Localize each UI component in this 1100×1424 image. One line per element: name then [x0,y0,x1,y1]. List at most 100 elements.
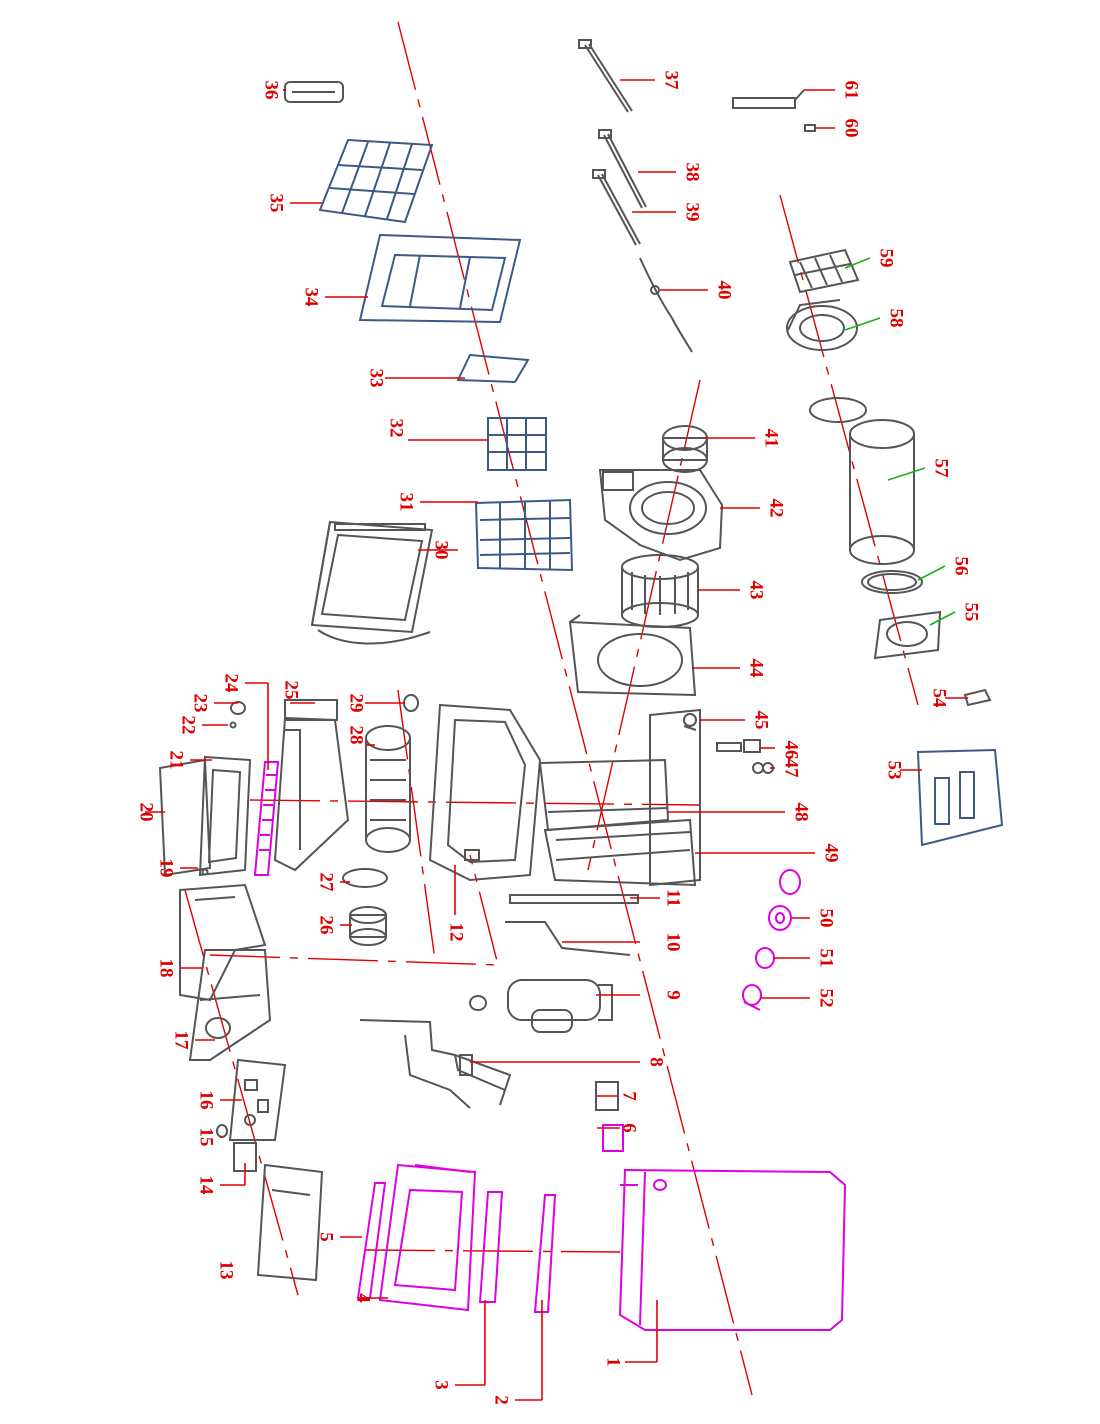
part-label-30: 30 [431,541,452,560]
part-label-54: 54 [929,689,950,709]
part-label-21: 21 [166,751,187,770]
part-26-drive-motor [349,906,387,946]
part-label-29: 29 [346,694,367,713]
part-19-screw [201,868,209,876]
part-label-3: 3 [431,1380,452,1390]
part-label-51: 51 [816,949,837,968]
part-34-rear-cover [358,233,522,324]
part-4-front-cover [378,1163,477,1312]
part-9-compressor [469,979,613,1033]
part-10-pipe [505,921,631,956]
part-label-55: 55 [961,603,982,622]
part-20-louver-panel [158,758,212,877]
part-label-52: 52 [816,989,837,1008]
part-59-mesh [788,248,860,294]
part-33-bracket [456,353,530,384]
part-51-wheel [755,947,775,969]
part-label-15: 15 [196,1128,217,1147]
part-label-28: 28 [346,726,367,745]
part-5-trim-strip [356,1182,387,1299]
part-36-display-cover [284,81,344,103]
part-22-screw [229,721,237,729]
part-label-13: 13 [216,1261,237,1280]
part-55-end-plate [873,610,942,660]
part-label-9: 9 [663,990,684,1000]
part-38-sensor-rod [598,129,647,209]
part-label-61: 61 [841,81,862,100]
part-2-grille-strip [533,1194,557,1313]
part-32-filter-small [487,417,547,471]
part-label-32: 32 [386,419,407,438]
part-56-ring [861,570,923,594]
part-label-25: 25 [281,681,302,700]
part-label-1: 1 [603,1357,624,1367]
part-61-drain-tube [732,89,805,109]
part-44-fan-base [568,614,697,697]
part-label-39: 39 [682,203,703,222]
part-54-clip [963,688,992,707]
part-label-40: 40 [714,281,735,300]
part-label-47: 47 [781,759,802,779]
part-label-43: 43 [746,581,767,600]
part-37-sensor-rod [578,39,633,113]
part-6-drain-plug [602,1124,624,1152]
part-27-gasket [342,868,388,888]
part-28-cylinder-filter [365,725,411,853]
part-label-34: 34 [301,288,322,308]
part-label-42: 42 [766,499,787,518]
part-13-side-plate [256,1163,324,1282]
part-label-60: 60 [841,119,862,138]
part-label-2: 2 [491,1395,512,1405]
part-label-59: 59 [876,249,897,268]
part-23-knob [230,701,246,715]
part-label-45: 45 [751,711,772,730]
part-30-evaporator [310,520,434,645]
part-48-chassis-tray [538,758,670,832]
part-60-screw [804,124,816,132]
part-label-33: 33 [366,369,387,388]
part-label-4: 4 [353,1293,374,1303]
part-label-26: 26 [316,916,337,935]
part-8-refrigerant-piping [359,1019,512,1109]
part-29-bearing-cap [403,694,419,712]
part-12-water-tank [428,703,542,882]
part-label-37: 37 [661,71,682,91]
part-1-cabinet-shell [618,1168,847,1331]
part-label-38: 38 [682,163,703,182]
part-label-56: 56 [951,557,972,576]
part-label-41: 41 [761,429,782,448]
part-label-16: 16 [196,1091,217,1110]
part-label-6: 6 [619,1123,640,1133]
part-39-sensor-rod [592,169,641,246]
part-label-46: 46 [781,741,802,760]
part-label-58: 58 [886,309,907,328]
part-45-fitting [683,713,697,731]
part-label-22: 22 [178,716,199,735]
leader-lines [145,79,968,1401]
part-label-14: 14 [196,1176,217,1196]
part-label-50: 50 [816,909,837,928]
part-25-water-box [273,699,350,872]
part-label-31: 31 [396,493,417,512]
part-label-24: 24 [221,674,242,694]
part-label-5: 5 [316,1232,337,1242]
part-17-electric-box [188,949,272,1061]
part-label-49: 49 [821,844,842,863]
part-label-12: 12 [446,923,467,942]
part-16-control-board [228,1058,287,1141]
assembly-axes [184,21,919,1396]
part-label-7: 7 [619,1091,640,1101]
part-24-filter-screen [253,761,280,876]
part-label-53: 53 [884,761,905,780]
part-43-blower-wheel [621,554,699,628]
part-label-11: 11 [663,889,684,907]
part-53-side-panel [916,748,1004,847]
part-label-36: 36 [261,81,282,100]
part-label-23: 23 [190,694,211,713]
part-41-fan-motor [662,425,708,473]
part-label-18: 18 [156,959,177,978]
part-label-20: 20 [136,803,157,822]
part-31-filter-large [474,498,574,572]
